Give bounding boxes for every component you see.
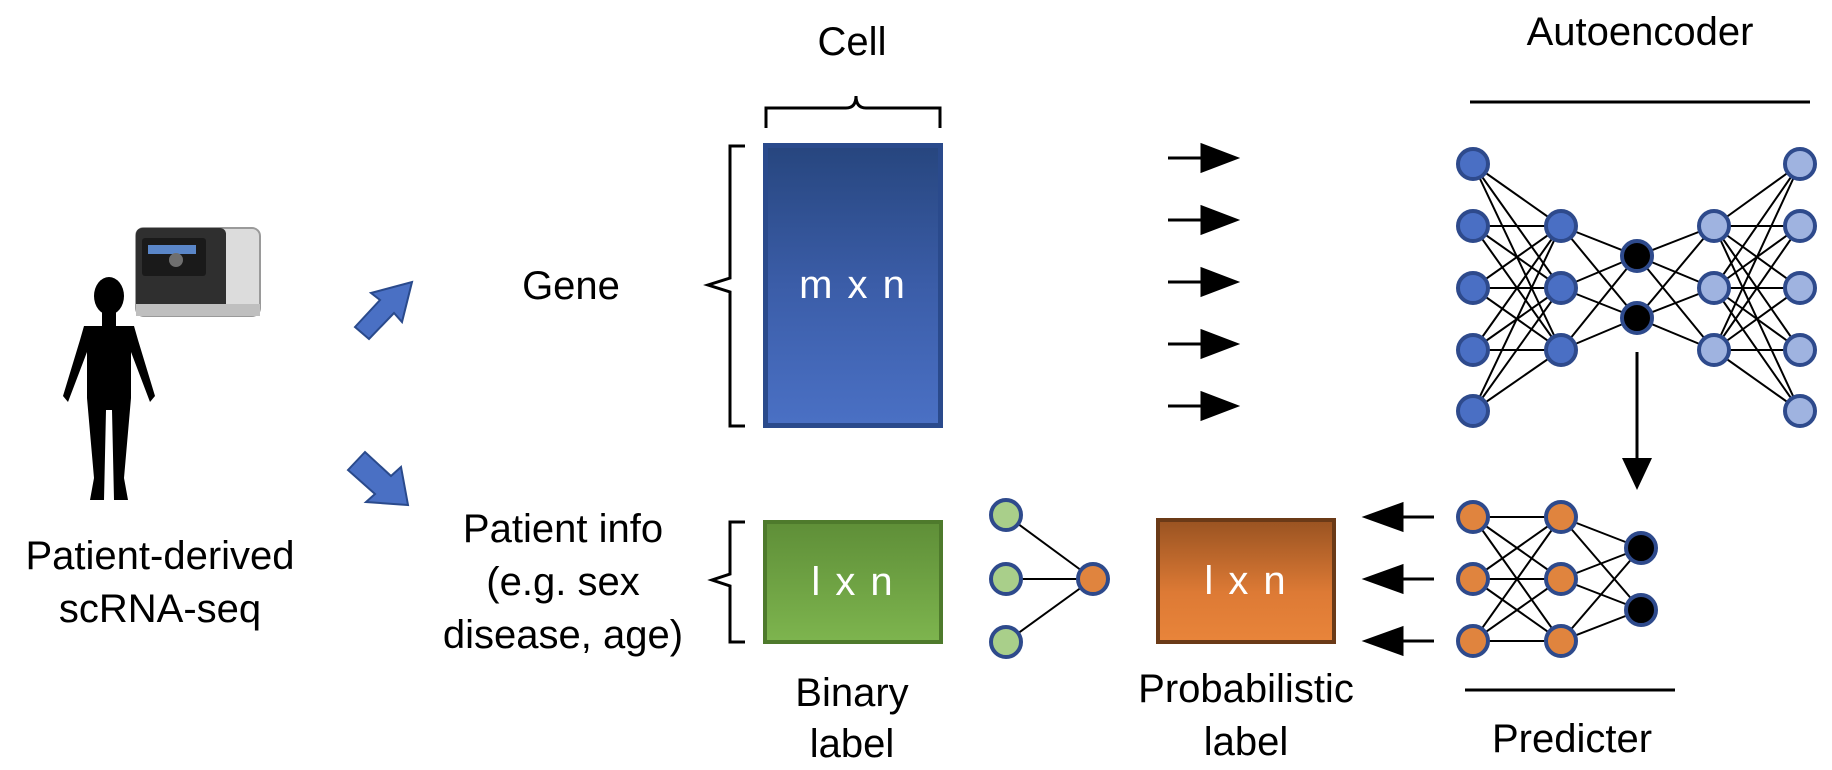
label-input-node <box>989 498 1023 532</box>
network-edge <box>1713 287 1801 351</box>
network-edge <box>1713 163 1801 351</box>
network-edge <box>1472 163 1562 227</box>
input-arrows <box>1168 142 1241 422</box>
predicter-hidden-node <box>1544 624 1578 658</box>
autoencoder-input-node <box>1456 147 1490 181</box>
binary-label-box: l x n <box>763 520 943 644</box>
network-edge <box>1472 516 1562 580</box>
output-arrows <box>1361 501 1434 657</box>
network-edge <box>1713 163 1801 289</box>
source-label-line2: scRNA-seq <box>58 587 262 631</box>
network-edge <box>1472 225 1562 412</box>
gene-label: Gene <box>522 264 620 308</box>
gene-brace <box>703 144 745 428</box>
predicter-output-node <box>1624 531 1658 565</box>
network-edge <box>1005 578 1094 643</box>
blue-arrow-to-patient-info <box>346 450 410 507</box>
probabilistic-label-line1: Probabilistic <box>1138 667 1354 711</box>
predicter-output-node <box>1624 593 1658 627</box>
predicter-hidden-node <box>1544 562 1578 596</box>
latent-to-predicter-arrow <box>1622 352 1652 490</box>
patient-info-line2: (e.g. sex <box>486 560 640 604</box>
binary-label-line2: label <box>809 722 895 766</box>
patient-info-line3: disease, age) <box>442 613 684 657</box>
autoencoder-input-node <box>1456 209 1490 243</box>
autoencoder-input-node <box>1456 271 1490 305</box>
autoencoder-output-node <box>1783 209 1817 243</box>
autoencoder-encoder-node <box>1544 333 1578 367</box>
network-edge <box>1713 163 1801 227</box>
network-edge <box>1636 225 1715 319</box>
network-edge <box>1560 255 1638 351</box>
autoencoder-encoder-node <box>1544 209 1578 243</box>
predicter-label: Predicter <box>1491 717 1653 761</box>
predicter-input-node <box>1456 624 1490 658</box>
label-input-node <box>989 562 1023 596</box>
network-edge <box>1713 349 1801 412</box>
network-edge <box>1713 225 1801 351</box>
autoencoder-output-node <box>1783 271 1817 305</box>
expression-matrix-box: m x n <box>763 143 943 428</box>
label-output-node <box>1076 562 1110 596</box>
autoencoder-input-node <box>1456 394 1490 428</box>
probabilistic-dimension-text: l x n <box>1204 558 1288 603</box>
network-edge <box>1560 547 1642 642</box>
autoencoder-decoder-node <box>1697 271 1731 305</box>
autoencoder-latent-node <box>1620 301 1654 335</box>
binary-label-line1: Binary <box>795 671 909 715</box>
network-edge <box>1472 349 1562 412</box>
network-edge <box>1472 516 1562 642</box>
probabilistic-label-box: l x n <box>1156 518 1336 644</box>
autoencoder-decoder-node <box>1697 209 1731 243</box>
patient-info-brace <box>707 520 745 644</box>
network-edge <box>1472 287 1562 412</box>
autoencoder-label: Autoencoder <box>1526 10 1754 54</box>
patient-info-line1: Patient info <box>462 507 664 551</box>
autoencoder-output-node <box>1783 394 1817 428</box>
autoencoder-output-node <box>1783 147 1817 181</box>
autoencoder-decoder-node <box>1697 333 1731 367</box>
autoencoder-encoder-node <box>1544 271 1578 305</box>
network-edge <box>1472 225 1562 289</box>
network-edge <box>1005 514 1094 580</box>
cell-label: Cell <box>817 20 887 64</box>
binary-dimension-text: l x n <box>811 559 895 604</box>
person-silhouette-icon <box>63 277 155 500</box>
matrix-dimension-text: m x n <box>799 263 907 307</box>
sequencer-machine-icon <box>135 227 261 317</box>
blue-arrow-to-gene <box>353 280 414 341</box>
predicter-input-node <box>1456 562 1490 596</box>
network-edge <box>1472 225 1562 351</box>
network-edge <box>1472 578 1562 642</box>
label-input-node <box>989 625 1023 659</box>
cell-brace <box>764 95 942 128</box>
autoencoder-output-node <box>1783 333 1817 367</box>
autoencoder-latent-node <box>1620 239 1654 273</box>
predicter-input-node <box>1456 500 1490 534</box>
predicter-hidden-node <box>1544 500 1578 534</box>
source-label-line1: Patient-derived <box>25 534 295 578</box>
autoencoder-input-node <box>1456 333 1490 367</box>
probabilistic-label-line2: label <box>1203 720 1289 764</box>
